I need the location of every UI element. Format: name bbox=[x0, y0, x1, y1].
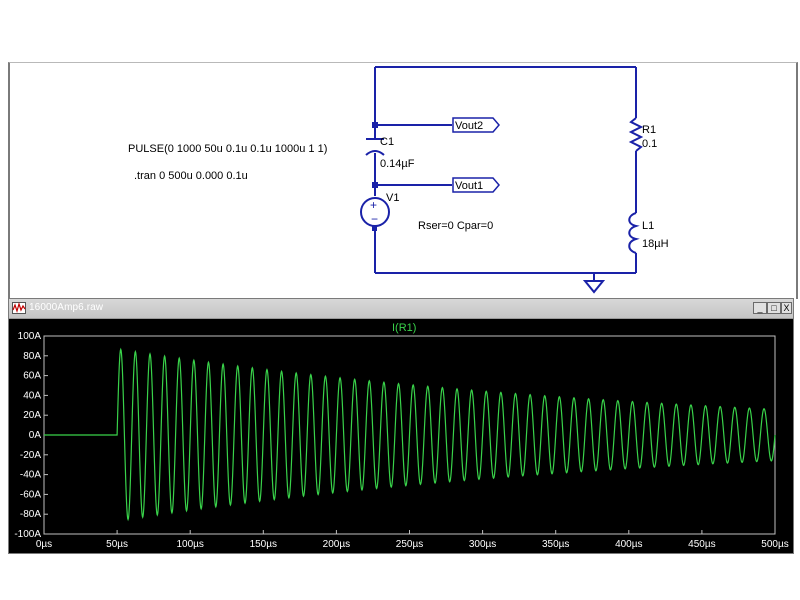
schematic-canvas[interactable]: + − Vout2 Vout1 C1 0.14µF V1 R1 0.1 L1 1… bbox=[10, 63, 796, 299]
y-tick-label: 80A bbox=[23, 351, 41, 362]
svg-text:+: + bbox=[370, 198, 377, 212]
inductor-l1[interactable] bbox=[628, 212, 640, 254]
schematic-editor[interactable]: + − Vout2 Vout1 C1 0.14µF V1 R1 0.1 L1 1… bbox=[8, 62, 798, 299]
y-tick-label: 20A bbox=[23, 410, 41, 421]
plot-background bbox=[9, 319, 793, 553]
y-tick-label: -100A bbox=[14, 529, 41, 540]
x-tick-label: 100µs bbox=[176, 539, 203, 550]
y-tick-label: -20A bbox=[20, 450, 41, 461]
close-button[interactable]: X bbox=[781, 302, 792, 314]
resistor-r1[interactable] bbox=[628, 117, 644, 152]
minimize-button[interactable]: _ bbox=[753, 302, 767, 314]
x-tick-label: 300µs bbox=[469, 539, 496, 550]
junction-dots bbox=[372, 122, 378, 231]
y-tick-label: -80A bbox=[20, 509, 41, 520]
x-tick-label: 350µs bbox=[542, 539, 569, 550]
r1-name: R1 bbox=[642, 124, 656, 136]
waveform-viewer-window[interactable]: 16000Amp6.raw _ □ X I(R1) 100A 80A 60A 40A 2… bbox=[8, 298, 794, 554]
c1-name: C1 bbox=[380, 136, 394, 148]
trace-label-ir1[interactable]: I(R1) bbox=[392, 322, 416, 334]
x-tick-label: 0µs bbox=[36, 539, 52, 550]
net-label-vout2[interactable] bbox=[452, 117, 500, 133]
x-tick-label: 50µs bbox=[106, 539, 128, 550]
y-axis: 100A 80A 60A 40A 20A 0A -20A -40A -60A -80A -100A bbox=[14, 331, 48, 540]
tran-directive[interactable]: .tran 0 500u 0.000 0.1u bbox=[134, 170, 248, 182]
pulse-directive[interactable]: PULSE(0 1000 50u 0.1u 0.1u 1000u 1 1) bbox=[128, 143, 327, 155]
schematic-wires bbox=[374, 66, 637, 281]
y-tick-label: 60A bbox=[23, 371, 41, 382]
y-tick-label: 100A bbox=[18, 331, 42, 342]
y-tick-label: -60A bbox=[20, 489, 41, 500]
x-axis: 0µs 50µs 100µs 150µs 200µs 250µs 300µs 350µs 400… bbox=[36, 530, 789, 550]
waveform-plot[interactable]: I(R1) 100A 80A 60A 40A 20A 0A -20A -40A -60A -80A… bbox=[9, 319, 793, 553]
restore-button[interactable]: □ bbox=[767, 302, 781, 314]
c1-value: 0.14µF bbox=[380, 158, 415, 170]
y-tick-label: 40A bbox=[23, 390, 41, 401]
waveform-titlebar[interactable]: 16000Amp6.raw _ □ X bbox=[9, 299, 793, 319]
ground-icon[interactable] bbox=[582, 280, 606, 294]
svg-text:−: − bbox=[371, 212, 378, 226]
l1-name: L1 bbox=[642, 220, 654, 232]
waveform-window-title: 16000Amp6.raw bbox=[29, 302, 104, 313]
x-tick-label: 200µs bbox=[323, 539, 350, 550]
capacitor-c1[interactable] bbox=[365, 138, 385, 156]
l1-parasitics: Rser=0 Cpar=0 bbox=[418, 220, 493, 232]
trace-ir1-line bbox=[44, 347, 776, 522]
v1-name: V1 bbox=[386, 192, 399, 204]
x-tick-label: 450µs bbox=[688, 539, 715, 550]
net-label-vout2-text: Vout2 bbox=[455, 120, 483, 132]
waveform-window-icon bbox=[12, 302, 26, 314]
l1-value: 18µH bbox=[642, 238, 669, 250]
voltage-source-v1[interactable]: + − bbox=[360, 197, 390, 227]
x-tick-label: 500µs bbox=[761, 539, 788, 550]
x-tick-label: 150µs bbox=[250, 539, 277, 550]
y-tick-label: 0A bbox=[29, 430, 42, 441]
y-tick-label: -40A bbox=[20, 470, 41, 481]
net-label-vout1-text: Vout1 bbox=[455, 180, 483, 192]
x-tick-label: 250µs bbox=[396, 539, 423, 550]
r1-value: 0.1 bbox=[642, 138, 657, 150]
x-tick-label: 400µs bbox=[615, 539, 642, 550]
net-label-vout1[interactable] bbox=[452, 177, 500, 193]
